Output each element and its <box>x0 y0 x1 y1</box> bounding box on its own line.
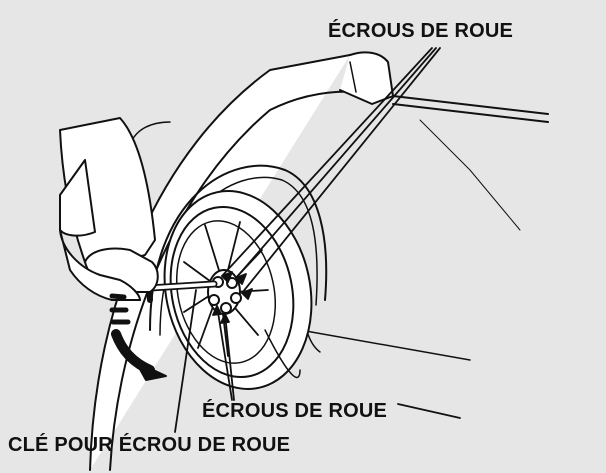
lug-wrench-label: CLÉ POUR ÉCROU DE ROUE <box>8 434 291 456</box>
wheel-nuts-label-top: ÉCROUS DE ROUE <box>328 20 514 42</box>
wheel-assembly <box>163 190 313 390</box>
callout-lines <box>174 47 461 433</box>
turn-direction-arrow <box>109 293 167 381</box>
wheel-nuts-label-bottom: ÉCROUS DE ROUE <box>202 400 388 422</box>
arms <box>59 117 159 301</box>
